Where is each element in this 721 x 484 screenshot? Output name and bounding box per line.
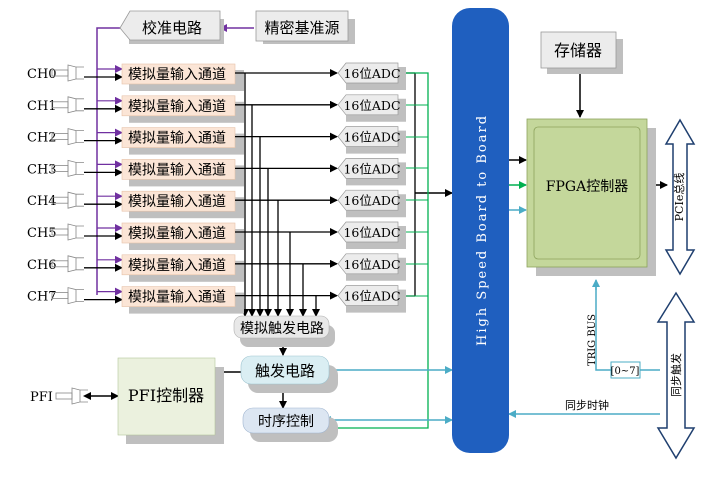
trig-range-box [610, 361, 641, 379]
fpga-label: FPGA控制器 [546, 179, 628, 195]
board-to-board-block: High Speed Board to Board [452, 8, 509, 453]
adc-label: 16位ADC [343, 193, 400, 208]
channel-label: CH1 [27, 99, 57, 114]
adc-block [337, 189, 399, 211]
calibration-label: 校准电路 [142, 19, 202, 37]
adc-block [337, 62, 399, 84]
fpga-block: FPGA控制器 [526, 118, 656, 276]
channel-label: CH0 [27, 67, 57, 82]
calibration-block: 校准电路 [119, 10, 224, 44]
channel-block-label: 模拟量输入通道 [128, 131, 226, 147]
bnc-connector-icon [51, 191, 84, 209]
analog-trigger-block: 模拟触发电路 [233, 315, 335, 347]
analog-trigger-label: 模拟触发电路 [240, 321, 324, 337]
channel-label: CH5 [27, 226, 57, 241]
channel-label: CH4 [27, 194, 57, 209]
channel-row: CH4 模拟量输入通道 16位ADC [27, 189, 406, 219]
memory-label: 存储器 [554, 41, 602, 60]
channel-label: CH6 [27, 258, 57, 273]
adc-label: 16位ADC [343, 225, 400, 240]
adc-label: 16位ADC [343, 98, 400, 113]
adc-block [337, 126, 399, 147]
channel-block-label: 模拟量输入通道 [128, 226, 226, 242]
channel-block [121, 254, 236, 276]
channel-block-label: 模拟量输入通道 [128, 290, 226, 306]
bnc-connector-icon [51, 64, 84, 82]
channel-row: CH1 模拟量输入通道 16位ADC [27, 94, 406, 123]
bnc-connector-icon [51, 128, 84, 146]
bnc-connector-icon [51, 96, 84, 114]
memory-block: 存储器 [540, 31, 623, 74]
precision-ref-label: 精密基准源 [264, 19, 339, 37]
trig-bus-label: TRIG BUS [587, 314, 598, 366]
bnc-connector-icon [51, 223, 84, 241]
channel-row: CH7 模拟量输入通道 16位ADC [27, 285, 406, 314]
channel-block [121, 190, 236, 212]
channel-block [121, 222, 236, 244]
pcie-bus-label: PCIe总线 [672, 173, 686, 222]
timing-control-block: 时序控制 [242, 407, 338, 442]
trigger-taps [241, 73, 320, 317]
precision-ref-block: 精密基准源 [255, 10, 355, 44]
channel-block-label: 模拟量输入通道 [128, 67, 226, 83]
sync-clock-label: 同步时钟 [565, 398, 609, 412]
channel-row: CH0 模拟量输入通道 16位ADC [27, 62, 406, 91]
channel-block-label: 模拟量输入通道 [128, 99, 226, 115]
pfi-controller-label: PFI控制器 [128, 386, 204, 405]
channel-block-label: 模拟量输入通道 [128, 162, 226, 178]
adc-label: 16位ADC [343, 289, 400, 304]
sync-trigger-label: 同步触发 [669, 353, 683, 397]
channel-row: CH2 模拟量输入通道 16位ADC [27, 126, 406, 155]
trigger-circuit-label: 触发电路 [255, 362, 315, 380]
adc-block [337, 285, 399, 306]
board-label: High Speed Board to Board [475, 114, 490, 346]
channel-block [121, 159, 236, 180]
channel-block-label: 模拟量输入通道 [128, 258, 226, 274]
bnc-connector-icon [51, 287, 84, 305]
channel-block-label: 模拟量输入通道 [128, 194, 226, 210]
sync-trigger-arrow: 同步触发 [656, 291, 696, 460]
pfi-connector: PFI [30, 387, 88, 405]
adc-label: 16位ADC [343, 257, 400, 272]
channel-label: CH3 [27, 162, 57, 177]
channel-row: CH5 模拟量输入通道 16位ADC [27, 221, 406, 250]
channel-block [121, 63, 236, 85]
adc-label: 16位ADC [343, 66, 400, 81]
adc-block [337, 158, 399, 179]
channel-block [121, 127, 236, 148]
channel-block [121, 286, 236, 307]
trig-range-label: [0~7] [611, 366, 640, 377]
adc-block [337, 253, 399, 275]
channel-label: CH2 [27, 131, 57, 146]
bnc-connector-icon [51, 255, 84, 273]
adc-label: 16位ADC [343, 130, 400, 145]
channel-row: CH3 模拟量输入通道 16位ADC [27, 158, 406, 187]
channel-block [121, 95, 236, 117]
timing-control-label: 时序控制 [258, 414, 314, 430]
trigger-circuit-block: 触发电路 [240, 355, 338, 393]
adc-label: 16位ADC [343, 161, 400, 176]
channel-label: CH7 [27, 290, 57, 305]
pfi-controller-block: PFI控制器 [117, 357, 224, 444]
channel-rows: CH0 模拟量输入通道 16位ADC CH1 模拟量输入通道 16位ADC CH2 模拟量输入… [27, 62, 406, 314]
adc-block [337, 221, 399, 243]
adc-block [337, 94, 399, 116]
trig-bus-line [595, 283, 660, 371]
pfi-label: PFI [30, 390, 53, 405]
pcie-bus-arrow: PCIe总线 [664, 118, 696, 276]
channel-row: CH6 模拟量输入通道 16位ADC [27, 253, 406, 282]
bnc-connector-icon [51, 159, 84, 177]
